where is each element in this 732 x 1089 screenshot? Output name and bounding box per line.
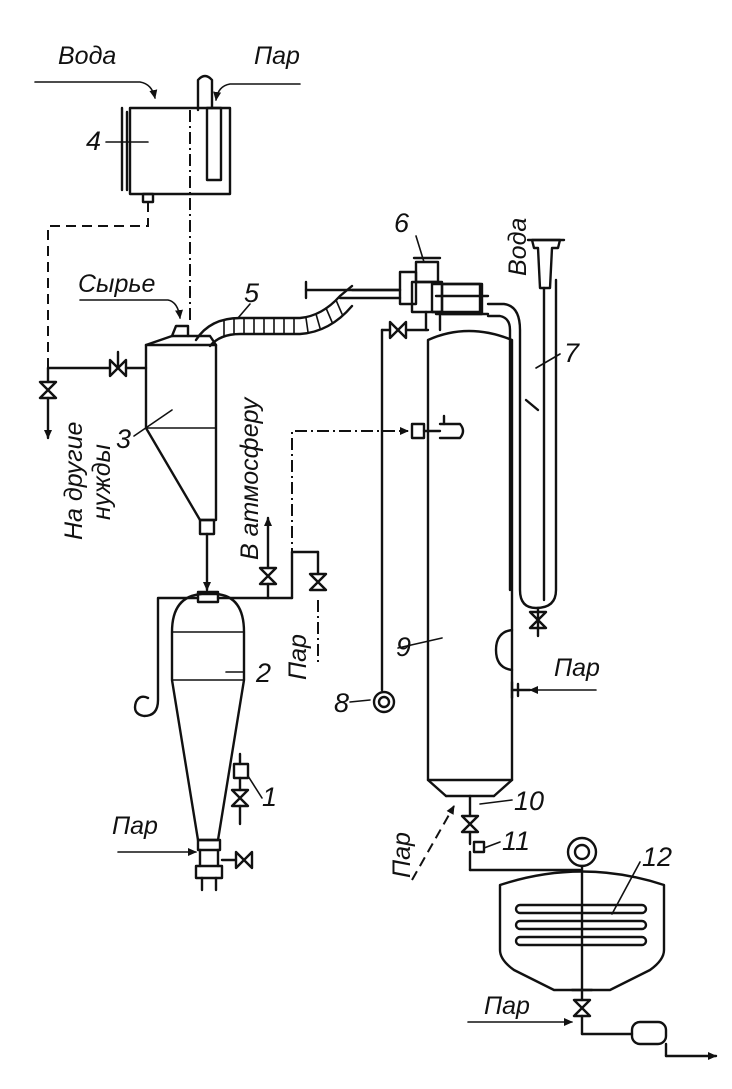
label-number-5: 5: [244, 278, 260, 308]
label-number-2: 2: [255, 658, 271, 688]
water-supply-dashed-line: [47, 202, 149, 368]
valve-6: [398, 256, 482, 332]
steam-inlet-line-top: [213, 83, 301, 101]
steam-label-middle: Пар: [284, 634, 312, 680]
flexible-hose-5: [194, 280, 402, 348]
steam-label-bottom: Пар: [484, 992, 530, 1020]
label-number-3: 3: [116, 424, 131, 454]
atmosphere-dashdot-line: [291, 427, 409, 560]
leader-lines: [105, 141, 641, 915]
water-label-top: Вода: [58, 42, 116, 70]
label-number-1: 1: [262, 782, 277, 812]
label-number-9: 9: [396, 632, 411, 662]
water-tank-4: [120, 74, 232, 204]
label-number-4: 4: [86, 126, 101, 156]
hopper-vessel-3: [144, 324, 218, 536]
label-number-12: 12: [642, 842, 672, 872]
atmosphere-valve: [216, 516, 278, 600]
valve-vessel-2-bottom: [220, 850, 254, 870]
valve-to-gauge-8: [380, 320, 430, 692]
valve-other-needs: [38, 366, 58, 440]
valve-tube-7-bottom: [528, 606, 548, 638]
valve-1: [230, 752, 250, 826]
apparatus-12: [498, 836, 718, 1060]
water-label-right: Вода: [504, 218, 532, 276]
column-9: [426, 282, 532, 798]
valve-11: [468, 840, 582, 872]
valve-to-vessel-3: [108, 350, 148, 378]
steam-label-left-bottom: Пар: [112, 812, 158, 840]
raw-material-inlet-line: [79, 299, 183, 319]
label-number-7: 7: [564, 338, 580, 368]
condenser-tube-7: [486, 238, 566, 610]
water-inlet-line: [34, 81, 158, 99]
label-number-6: 6: [394, 208, 410, 238]
separator-vessel-2: [170, 590, 246, 892]
steam-label-under-column: Пар: [388, 832, 416, 878]
steam-valve-vessel-2: [266, 550, 328, 664]
vessel-2-gauge-line: [133, 596, 200, 718]
label-number-10: 10: [514, 786, 544, 816]
steam-label-top: Пар: [254, 42, 300, 70]
other-needs-label-line1: На другие: [60, 422, 88, 540]
other-needs-label-line2: нужды: [88, 444, 116, 520]
pressure-gauge-8: [372, 690, 396, 714]
raw-material-label: Сырье: [78, 270, 155, 298]
steam-label-right: Пар: [554, 654, 600, 682]
label-number-8: 8: [334, 688, 349, 718]
label-number-11: 11: [502, 826, 530, 856]
valve-10: [460, 794, 480, 846]
steam-under-column-line: [411, 805, 455, 881]
column-outlet-fitting: [410, 414, 465, 440]
to-atmosphere-label: В атмосферу: [236, 396, 264, 560]
